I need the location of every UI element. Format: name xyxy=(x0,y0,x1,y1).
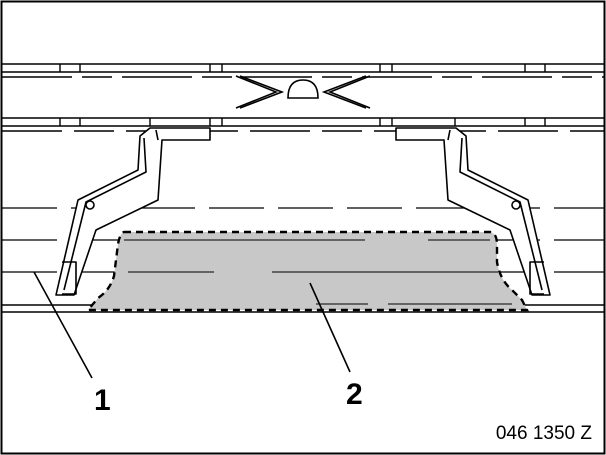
callout-label-1: 1 xyxy=(94,384,111,417)
callout-leaders xyxy=(33,271,351,379)
left-mounting-bracket xyxy=(55,127,211,296)
callout-label-2: 2 xyxy=(346,378,363,411)
right-mounting-bracket xyxy=(395,127,551,296)
lower-grille-strip xyxy=(2,117,604,132)
figure-reference-code: 046 1350 Z xyxy=(495,423,592,444)
center-chevron-emblem xyxy=(235,75,371,109)
leader-line-1 xyxy=(33,271,93,379)
marked-area xyxy=(85,230,529,312)
upper-grille-strip xyxy=(2,63,604,78)
leader-line-2 xyxy=(309,282,351,373)
